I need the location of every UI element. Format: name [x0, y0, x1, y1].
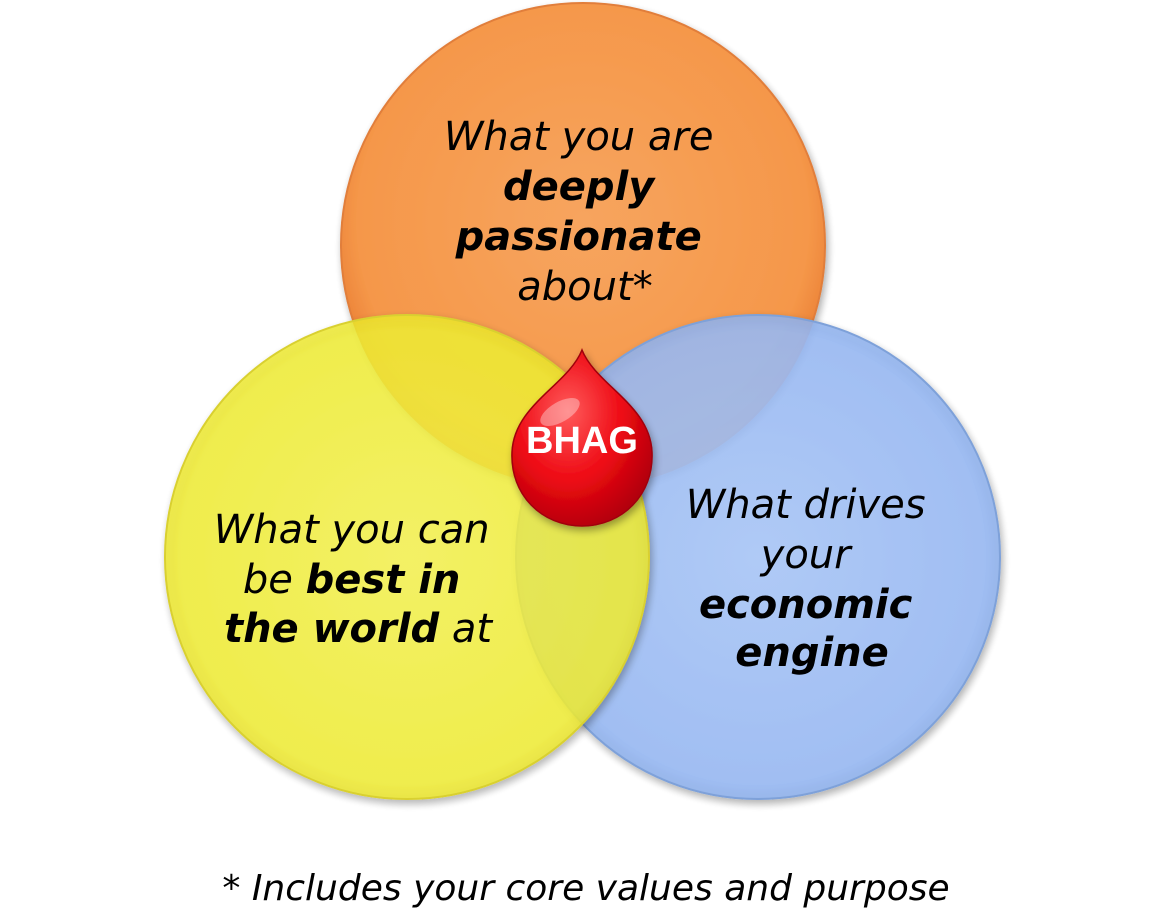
economic-line-4: engine: [735, 630, 889, 676]
best-line-2b: best in: [306, 557, 461, 603]
economic-line-1: What drives: [686, 482, 926, 528]
best-line-1: What you can: [214, 507, 490, 553]
passion-line-2: deeply: [503, 164, 656, 210]
best-line-2a: be: [243, 557, 306, 603]
best-line-3a: the world: [224, 606, 440, 652]
passion-line-4: about*: [517, 264, 652, 310]
best-text: What you can be best in the world at: [214, 507, 503, 652]
economic-line-2: your: [760, 532, 853, 578]
economic-line-3: economic: [699, 582, 913, 628]
bhag-label: BHAG: [526, 420, 638, 462]
passion-line-1: What you are: [444, 114, 714, 160]
bhag-drop: BHAG: [511, 347, 653, 527]
drop-icon: [511, 347, 653, 527]
best-line-3b: at: [439, 606, 493, 652]
passion-line-3: passionate: [455, 214, 702, 260]
footnote: * Includes your core values and purpose: [222, 868, 949, 909]
economic-text: What drives your economic engine: [686, 482, 939, 676]
best-line-3: the world at: [224, 606, 493, 652]
best-line-2: be best in: [243, 557, 461, 603]
passion-text: What you are deeply passionate about*: [444, 114, 726, 310]
